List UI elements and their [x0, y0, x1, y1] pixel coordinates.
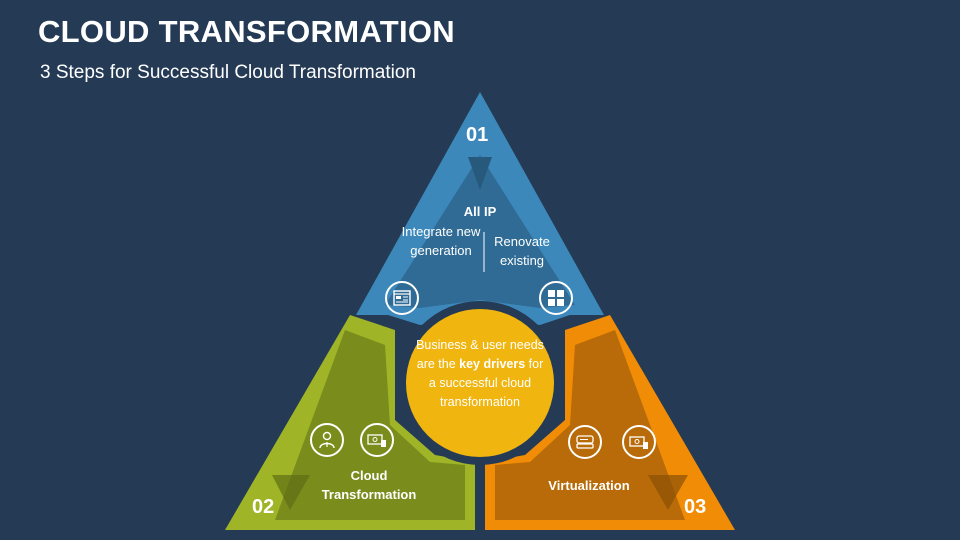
page-title: CLOUD TRANSFORMATION	[38, 14, 455, 49]
top-left-text: Integrate new generation	[401, 224, 481, 258]
money-icon	[360, 423, 394, 457]
top-segment-inner	[385, 155, 575, 308]
step-03-number: 03	[684, 496, 707, 518]
step-02-number: 02	[252, 496, 275, 518]
money-icon-right	[622, 425, 656, 459]
left-notch	[272, 475, 310, 510]
center-circle	[406, 309, 554, 457]
right-label: Virtualization	[548, 478, 630, 493]
left-label: Cloud Transformation	[321, 468, 417, 502]
center-text-end: for a successful cloud transformation	[428, 357, 544, 409]
businessman-icon	[310, 423, 344, 457]
top-notch	[468, 157, 492, 190]
right-notch	[648, 475, 688, 510]
step-01-number: 01	[466, 124, 489, 146]
grid-squares-icon	[539, 281, 573, 315]
top-right-text: Renovate existing	[494, 234, 550, 268]
server-rack-icon	[568, 425, 602, 459]
web-layout-icon	[385, 281, 419, 315]
center-text-bold: key drivers	[459, 357, 526, 371]
center-statement: Business & user needs are the key driver…	[412, 336, 548, 412]
page-subtitle: 3 Steps for Successful Cloud Transformat…	[40, 62, 416, 83]
top-heading: All IP	[463, 204, 497, 219]
center-text-start: Business & user needs are the	[416, 338, 544, 371]
